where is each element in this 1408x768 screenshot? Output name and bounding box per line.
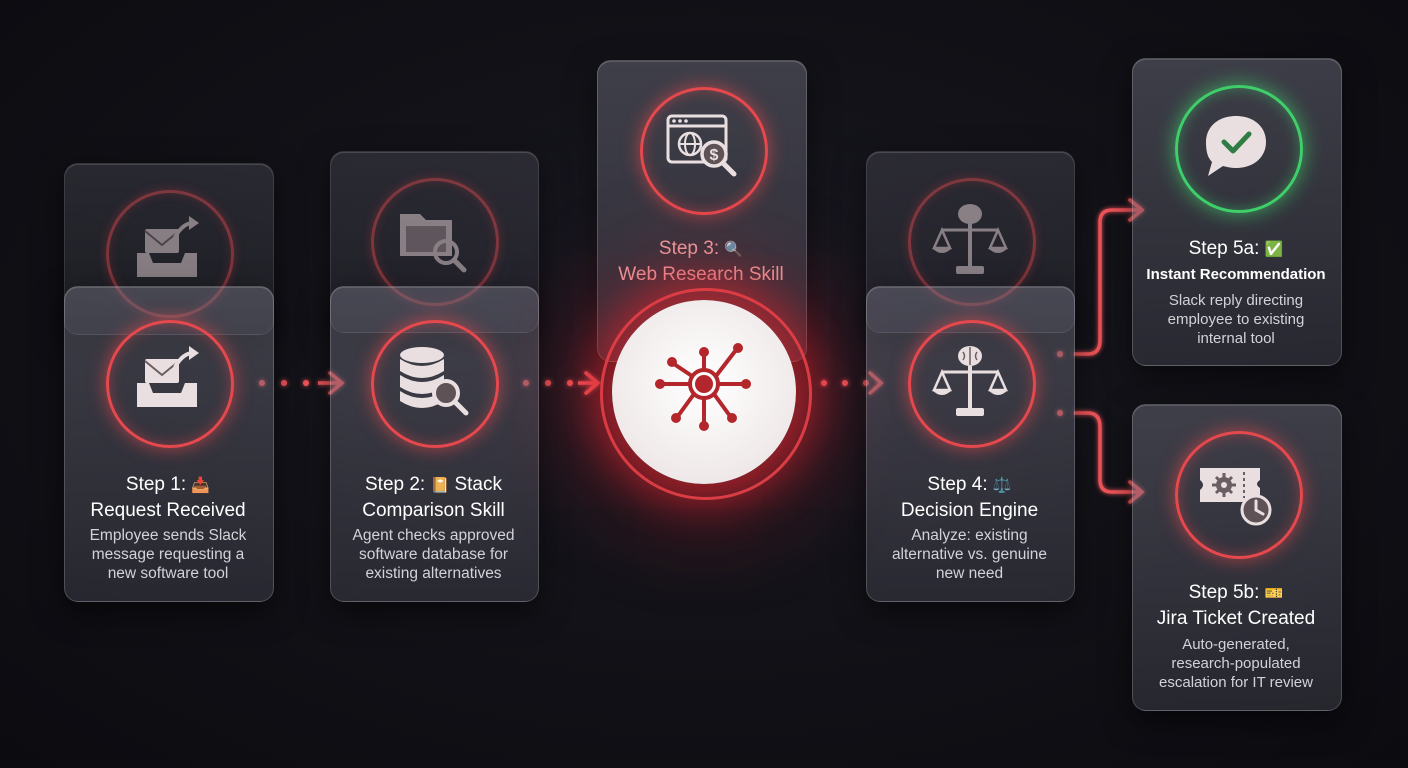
hub-ring	[600, 288, 812, 500]
svg-text:$: $	[710, 147, 719, 164]
scale-emoji-icon: ⚖️	[992, 477, 1012, 494]
arrow-step1-step2	[259, 371, 345, 395]
step5a-subtitle: Instant Recommendation	[1146, 266, 1326, 283]
brain-scale-icon	[932, 346, 1008, 416]
arrow-step3-step4	[821, 371, 884, 395]
inbox-emoji-icon: 📥	[191, 477, 211, 494]
check-emoji-icon: ✅	[1264, 241, 1284, 258]
inbox-upload-icon	[137, 216, 199, 277]
magnifier-emoji-icon: 🔍	[724, 241, 744, 258]
ticket-gear-clock-icon	[1200, 468, 1272, 526]
chat-check-icon	[1206, 116, 1266, 176]
ticket-emoji-icon: 🎫	[1264, 585, 1284, 602]
arrow-step2-step3	[523, 371, 601, 395]
step3-ring	[640, 87, 768, 215]
step2-title: Step 2: 📔 Stack Comparison Skill	[362, 474, 505, 521]
step1-ring	[106, 320, 234, 448]
step5a-title: Step 5a: ✅	[1188, 238, 1284, 259]
step4-title: Step 4: ⚖️ Decision Engine	[900, 474, 1039, 521]
arrow-step4-step5b	[1057, 410, 1145, 504]
folder-search-icon	[400, 214, 467, 273]
network-hub-icon	[655, 343, 751, 431]
step5b-ring	[1175, 431, 1303, 559]
step4-ring	[908, 320, 1036, 448]
step3-title: Step 3: 🔍 Web Research Skill	[618, 238, 784, 285]
step2-back-ring	[371, 178, 499, 306]
notebook-emoji-icon: 📔	[430, 477, 450, 494]
step1-back-ring	[106, 190, 234, 318]
inbox-upload-icon	[137, 346, 199, 407]
database-search-icon	[400, 347, 469, 416]
step5a-ring	[1175, 85, 1303, 213]
step1-title: Step 1: 📥 Request Received	[90, 474, 246, 521]
step2-ring	[371, 320, 499, 448]
web-dollar-search-icon: $	[666, 114, 737, 177]
step5b-title: Step 5b: 🎫 Jira Ticket Created	[1156, 582, 1316, 629]
step4-back-ring	[908, 178, 1036, 306]
brain-scale-icon	[932, 204, 1008, 274]
arrow-step4-step5a	[1057, 198, 1145, 357]
